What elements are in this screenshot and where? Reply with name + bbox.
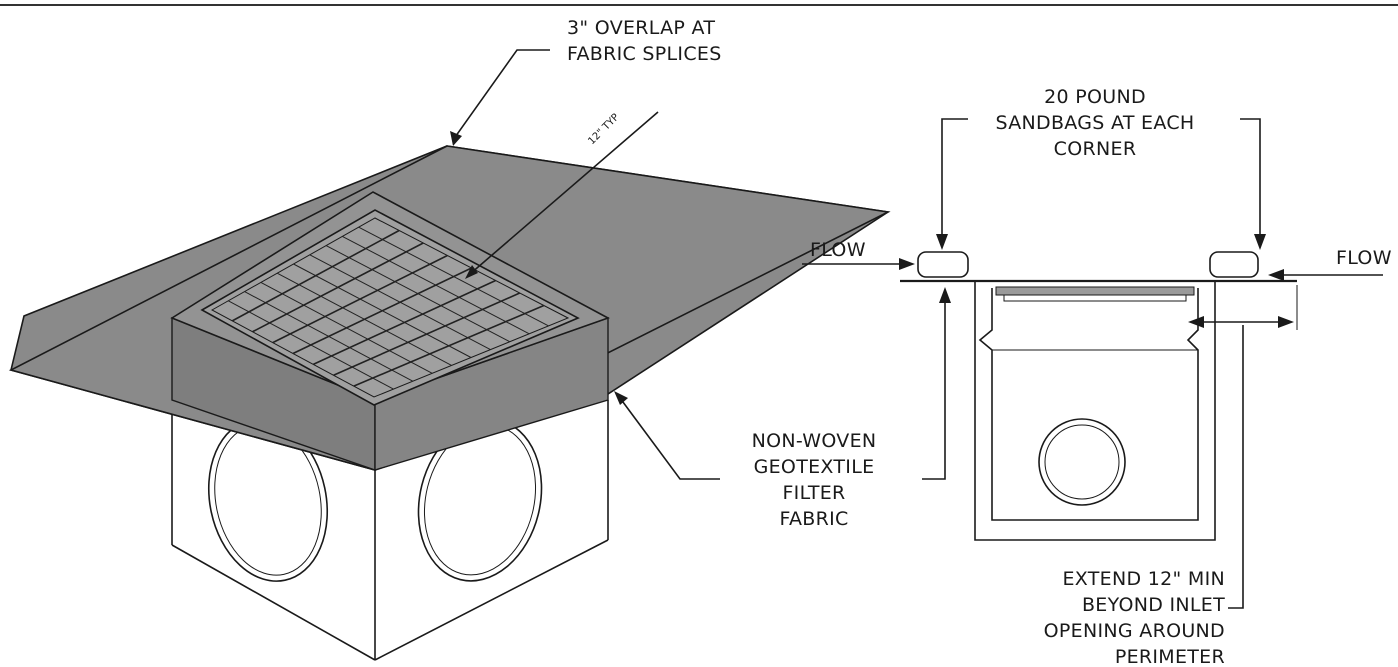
fabric-label-line3: FILTER	[782, 482, 845, 504]
fabric-label-line1: NON-WOVEN	[752, 430, 877, 452]
sandbag-left	[917, 251, 969, 278]
sandbag-label-line2: SANDBAGS AT EACH	[996, 112, 1195, 134]
grate-section	[995, 286, 1195, 296]
overlap-leader	[450, 49, 550, 146]
overlap-label-line2: FABRIC SPLICES	[567, 43, 722, 65]
grate-bar	[312, 279, 496, 366]
pipe-section	[1038, 418, 1126, 506]
extend-label-line2: BEYOND INLET	[1082, 594, 1225, 616]
sandbag-label-line3: CORNER	[1054, 138, 1137, 160]
sandbag-leader-left	[936, 118, 968, 250]
grate-bar	[252, 242, 424, 333]
inlet-box	[171, 400, 609, 661]
grate-bar	[353, 304, 545, 387]
extend-label-line1: EXTEND 12" MIN	[1062, 568, 1225, 590]
extend-label-line4: PERIMETER	[1115, 646, 1225, 667]
extend-label-line3: OPENING AROUND	[1044, 620, 1225, 642]
sandbag-right	[1209, 251, 1259, 278]
flow-arrow-right	[1268, 269, 1383, 281]
grate-bar	[231, 229, 400, 322]
inlet-outer-wall	[974, 281, 1216, 541]
fabric-label-line2: GEOTEXTILE	[754, 456, 875, 478]
flow-label-left: FLOW	[810, 239, 866, 261]
grate-bar	[272, 254, 448, 344]
section-view	[900, 251, 1297, 541]
grate-bar	[292, 267, 472, 355]
fabric-leader-right	[922, 287, 951, 480]
fabric-leader-left	[614, 391, 720, 480]
fabric-label-line4: FABRIC	[779, 508, 848, 530]
overlap-label-line1: 3" OVERLAP AT	[567, 17, 715, 39]
grate-bar	[333, 292, 521, 376]
isometric-view	[8, 145, 891, 661]
flow-arrow-left	[802, 258, 915, 270]
inlet-inner-wall	[978, 288, 1199, 521]
typ-dimension-label: 12" TYP	[586, 112, 621, 147]
grate-bars	[228, 226, 549, 390]
flow-label-right: FLOW	[1336, 247, 1392, 269]
typ-leader	[465, 111, 659, 279]
sandbag-label-line1: 20 POUND	[1044, 86, 1146, 108]
sandbag-leader-right	[1240, 118, 1266, 250]
extend-dimension	[1188, 285, 1298, 609]
